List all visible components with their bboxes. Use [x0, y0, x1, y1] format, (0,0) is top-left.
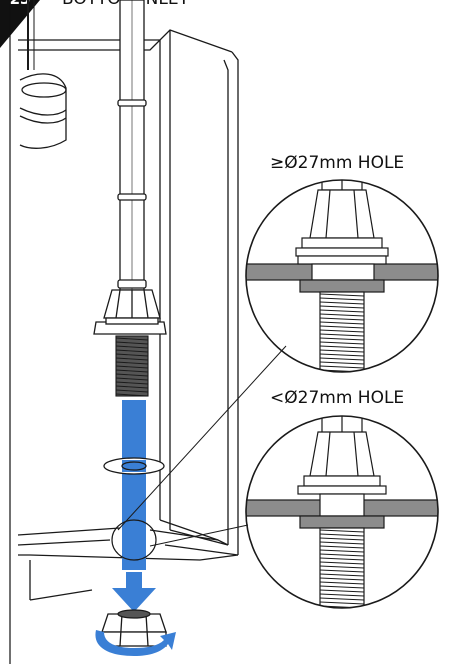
down-arrow-icon	[112, 572, 156, 612]
washer	[103, 457, 165, 475]
detail-callout-small-hole	[245, 415, 439, 609]
float	[19, 0, 67, 149]
inlet-pipe	[122, 400, 146, 570]
threaded-shank	[115, 335, 149, 397]
cistern-tank	[17, 29, 239, 601]
callout-lines	[117, 345, 287, 547]
callout-label-large-hole: ≥Ø27mm HOLE	[270, 153, 404, 173]
rotate-arrow-icon	[95, 630, 176, 656]
detail-callout-large-hole	[245, 179, 439, 373]
fill-valve-tube	[117, 0, 147, 291]
connector-nut	[101, 609, 167, 647]
magnify-spot	[111, 519, 157, 561]
step-number: 23	[10, 0, 31, 8]
valve-base-fitting	[93, 289, 167, 335]
callout-label-small-hole: <Ø27mm HOLE	[270, 388, 404, 408]
